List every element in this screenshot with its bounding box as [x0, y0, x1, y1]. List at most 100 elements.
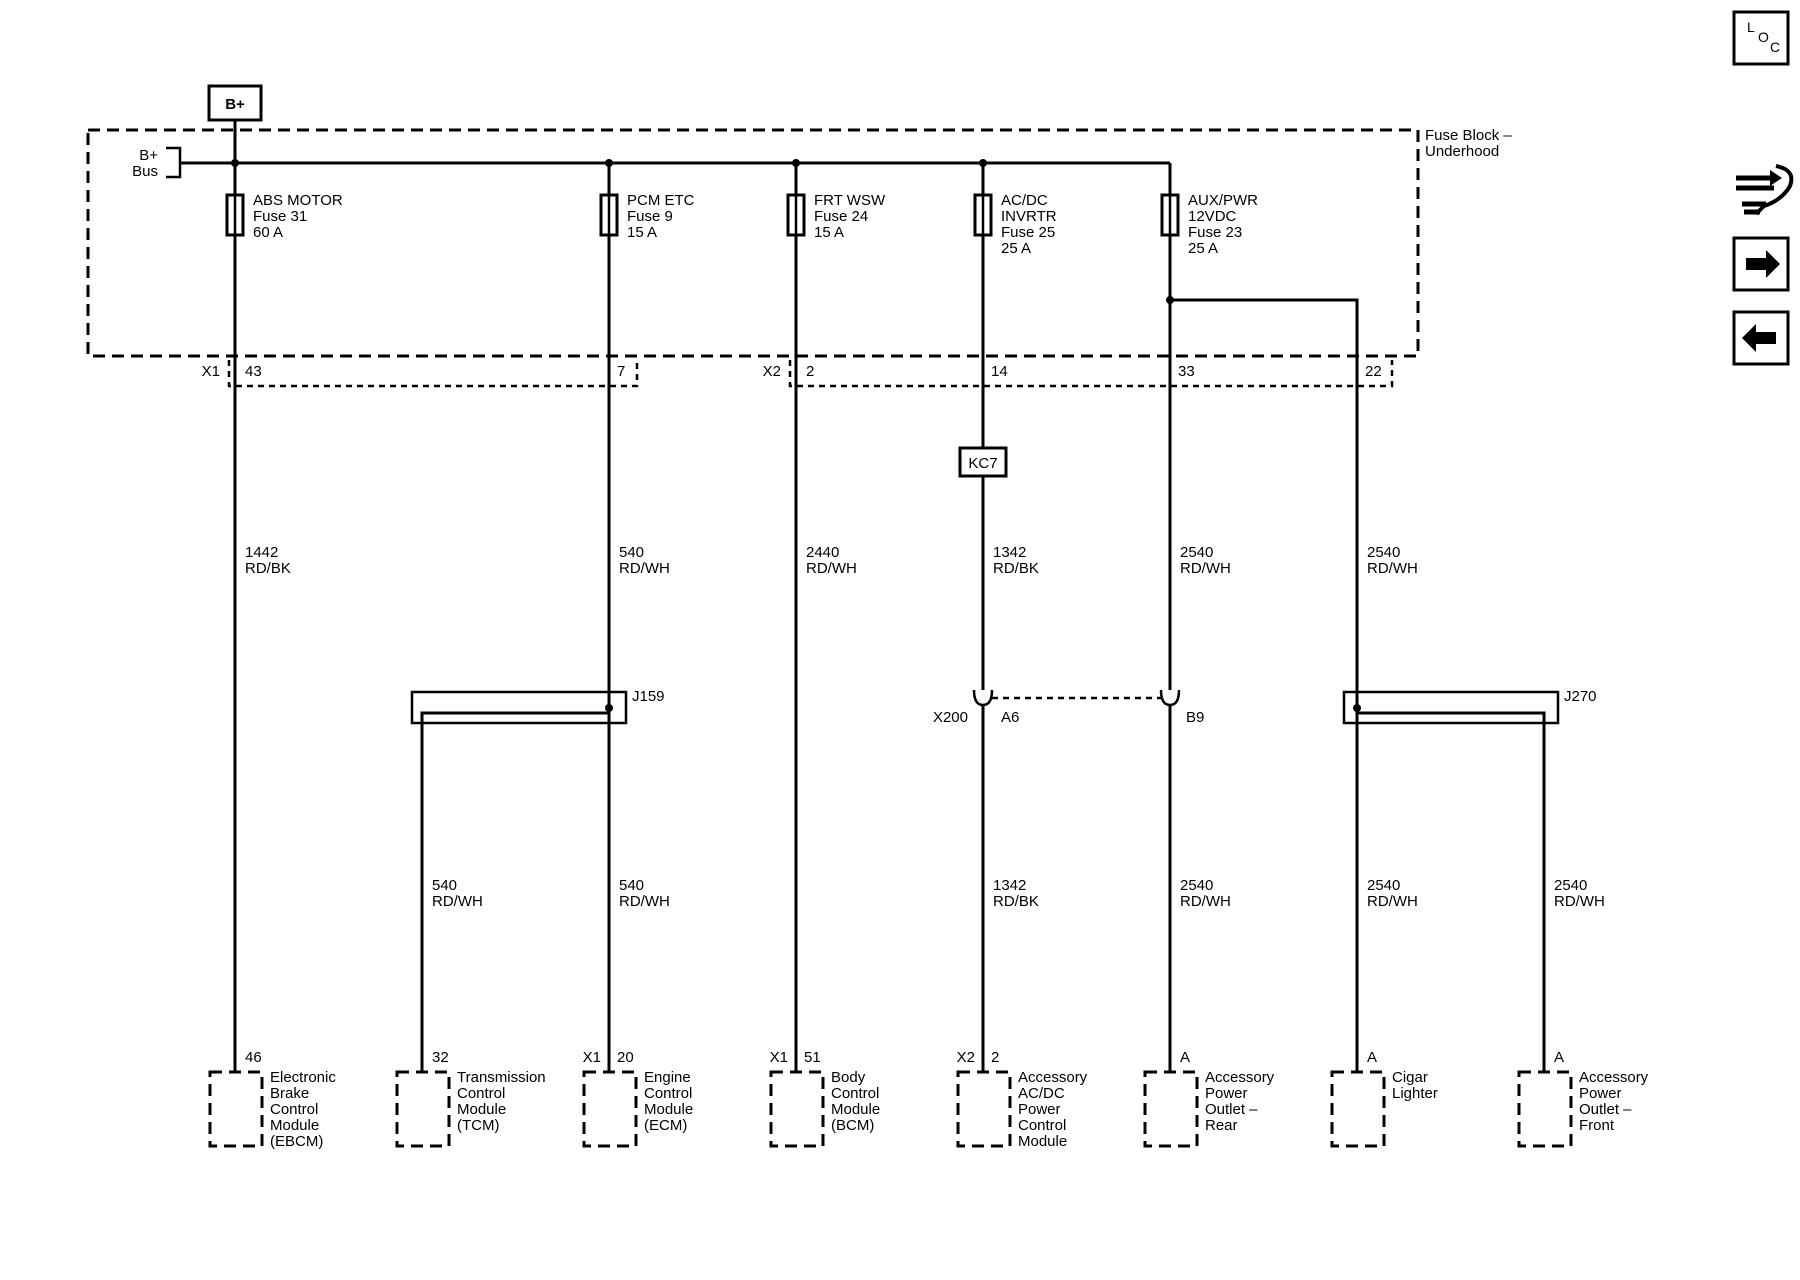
- x200-label: X200: [933, 709, 968, 726]
- component-outlet-front: [1517, 1070, 1573, 1148]
- wire-color: RD/WH: [1554, 893, 1605, 910]
- fuse-25-label-2: INVRTR: [1001, 208, 1057, 225]
- connector-icon[interactable]: [1736, 164, 1794, 216]
- ebcm-label: Brake: [270, 1085, 309, 1102]
- connector-x2-label: X2: [763, 363, 781, 380]
- kc7-label: KC7: [968, 455, 997, 472]
- acdc-label: Accessory: [1018, 1069, 1088, 1086]
- circuit-2540-lighter: [1170, 298, 1359, 1072]
- loc-icon[interactable]: [1732, 10, 1790, 66]
- fuse-23-rating: 25 A: [1188, 240, 1218, 257]
- component-bcm: [769, 1070, 825, 1148]
- fuse-24-rating: 15 A: [814, 224, 844, 241]
- cigar-lighter-label: Lighter: [1392, 1085, 1438, 1102]
- outlet-front-label: Front: [1579, 1117, 1615, 1134]
- outlet-rear-pin: A: [1180, 1049, 1190, 1066]
- cigar-lighter-label: Cigar: [1392, 1069, 1428, 1086]
- fuse-25-rating: 25 A: [1001, 240, 1031, 257]
- x200-pin-b9: B9: [1186, 709, 1204, 726]
- wire-color: RD/WH: [1367, 560, 1418, 577]
- wire-color: RD/BK: [993, 560, 1039, 577]
- wire-label: 2540: [1180, 877, 1213, 894]
- bcm-label: Body: [831, 1069, 866, 1086]
- fuse-23-label-2: 12VDC: [1188, 208, 1237, 225]
- splice-j159: [410, 690, 628, 1072]
- wire-color: RD/WH: [1367, 893, 1418, 910]
- pin-14: 14: [991, 363, 1008, 380]
- bus-label: B+: [139, 147, 158, 164]
- acdc-label: Power: [1018, 1101, 1061, 1118]
- fuse-31-number: Fuse 31: [253, 208, 307, 225]
- battery-label: B+: [225, 96, 245, 113]
- fuse-31: [225, 193, 245, 237]
- previous-page-button[interactable]: [1732, 310, 1790, 366]
- wire-label: 2540: [1367, 544, 1400, 561]
- outlet-front-pin: A: [1554, 1049, 1564, 1066]
- acdc-label: Module: [1018, 1133, 1067, 1150]
- wire-label: 2540: [1554, 877, 1587, 894]
- ecm-connector: X1: [583, 1049, 601, 1066]
- tcm-label: Control: [457, 1085, 505, 1102]
- acdc-label: AC/DC: [1018, 1085, 1065, 1102]
- fuse-25-label: AC/DC: [1001, 192, 1048, 209]
- outlet-front-label: Accessory: [1579, 1069, 1649, 1086]
- ebcm-label: Electronic: [270, 1069, 336, 1086]
- outlet-rear-label: Rear: [1205, 1117, 1238, 1134]
- loc-c: C: [1770, 39, 1780, 55]
- connector-x2: [788, 360, 1394, 388]
- ebcm-label: Module: [270, 1117, 319, 1134]
- ecm-pin: 20: [617, 1049, 634, 1066]
- bcm-label: (BCM): [831, 1117, 874, 1134]
- next-page-button[interactable]: [1732, 236, 1790, 292]
- wire-color: RD/WH: [619, 893, 670, 910]
- component-acdc-module: [956, 1070, 1012, 1148]
- component-cigar-lighter: [1330, 1070, 1386, 1148]
- ebcm-label: Control: [270, 1101, 318, 1118]
- fuse-9: [599, 193, 619, 237]
- ecm-label: Module: [644, 1101, 693, 1118]
- wire-label: 2540: [1180, 544, 1213, 561]
- bus-bracket: [166, 146, 182, 179]
- outlet-front-label: Outlet –: [1579, 1101, 1632, 1118]
- fuse-25: [973, 193, 993, 237]
- tcm-label: (TCM): [457, 1117, 499, 1134]
- tcm-label: Module: [457, 1101, 506, 1118]
- wire-color: RD/BK: [993, 893, 1039, 910]
- splice-j270: [1342, 690, 1560, 1072]
- fuse-23-number: Fuse 23: [1188, 224, 1242, 241]
- connector-x1: [227, 360, 639, 388]
- pin-7: 7: [617, 363, 625, 380]
- loc-button[interactable]: L O C: [1732, 10, 1790, 66]
- fuse-24: [786, 193, 806, 237]
- bcm-label: Module: [831, 1101, 880, 1118]
- fuse-9-label: PCM ETC: [627, 192, 695, 209]
- fuse-block-name: Fuse Block –: [1425, 127, 1512, 144]
- component-ebcm: [208, 1070, 264, 1148]
- connector-x1-label: X1: [202, 363, 220, 380]
- fuse-block-name-2: Underhood: [1425, 143, 1499, 160]
- ecm-label: Control: [644, 1085, 692, 1102]
- splice-j159-label: J159: [632, 688, 665, 705]
- outlet-rear-label: Accessory: [1205, 1069, 1275, 1086]
- wire-color: RD/WH: [1180, 893, 1231, 910]
- wire-color: RD/WH: [1180, 560, 1231, 577]
- connector-x200: [972, 689, 1181, 1072]
- kc7-box: [958, 446, 1008, 478]
- splice-j270-label: J270: [1564, 688, 1597, 705]
- tcm-label: Transmission: [457, 1069, 546, 1086]
- pin-33: 33: [1178, 363, 1195, 380]
- cigar-lighter-pin: A: [1367, 1049, 1377, 1066]
- pin-2: 2: [806, 363, 814, 380]
- wire-label: 1442: [245, 544, 278, 561]
- ebcm-label: (EBCM): [270, 1133, 323, 1150]
- fuse-31-rating: 60 A: [253, 224, 283, 241]
- loc-l: L: [1747, 19, 1755, 35]
- wire-label: 1342: [993, 544, 1026, 561]
- connector-view-button[interactable]: [1736, 164, 1794, 216]
- acdc-pin: 2: [991, 1049, 999, 1066]
- wire-label: 2440: [806, 544, 839, 561]
- acdc-label: Control: [1018, 1117, 1066, 1134]
- fuse-24-number: Fuse 24: [814, 208, 868, 225]
- component-ecm: [582, 1070, 638, 1148]
